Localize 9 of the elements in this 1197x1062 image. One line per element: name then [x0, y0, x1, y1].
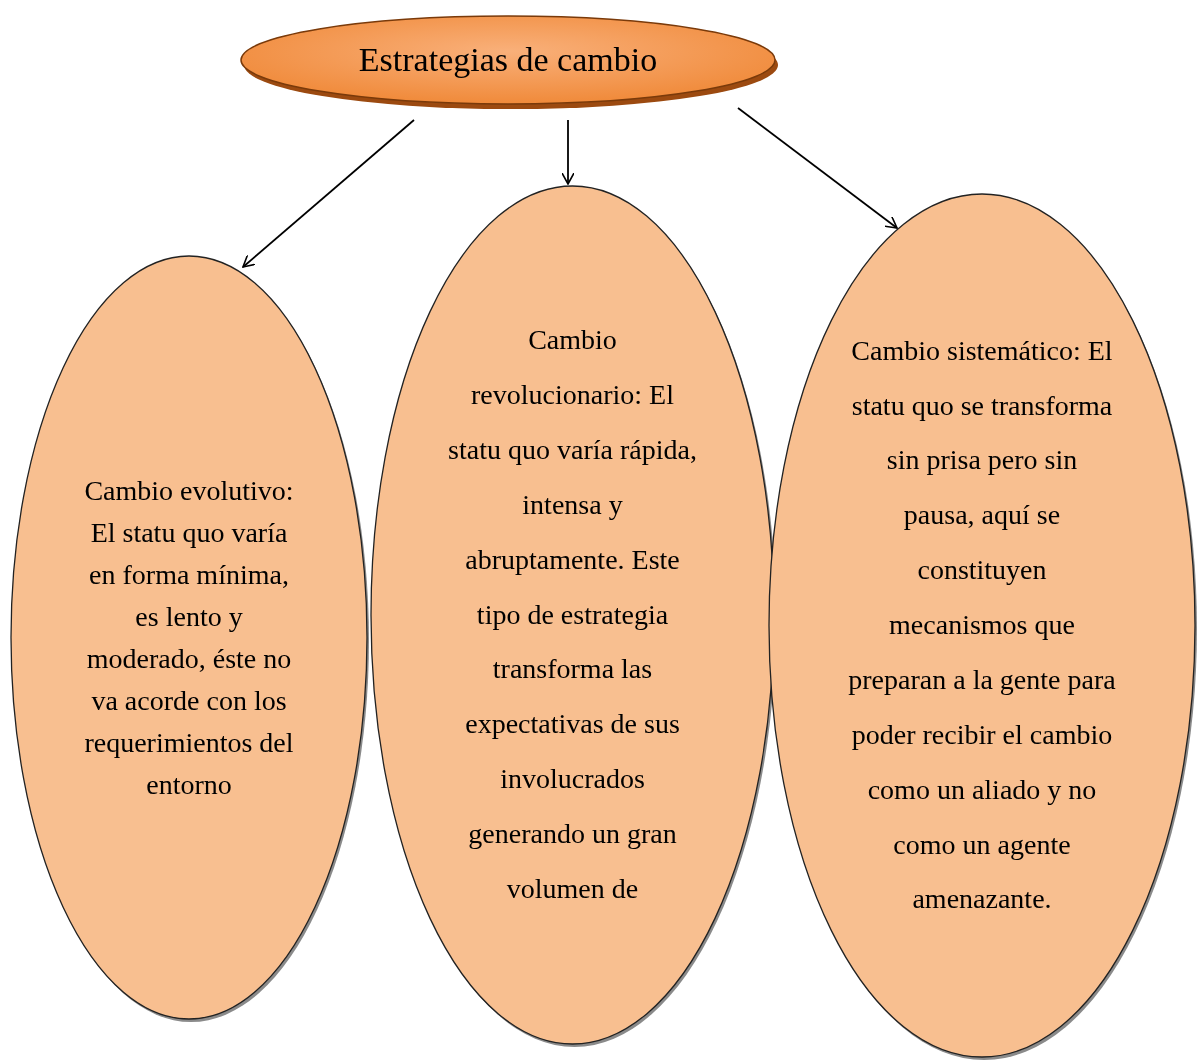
arrow [242, 119, 415, 268]
oval-node [10, 255, 368, 1020]
arrow [737, 107, 898, 229]
oval-node [768, 193, 1196, 1058]
node-text: Cambio revolucionario: El statu quo varía rápida, intensa y abruptamente. Este tipo de estrategia transforma las expectativas de sus involucrados generando un gran volumen de [447, 323, 698, 906]
arrow [561, 119, 575, 185]
node-text: Cambio sistemático: El statu quo se transforma sin prisa pero sin pausa, aquí se constituyen mecanismos que preparan a la gente para poder recibir el cambio como un aliado y no como un agente amenazante. [848, 333, 1116, 917]
node-text: Cambio evolutivo: El statu quo varía en forma mínima, es lento y moderado, éste no va acorde con los requerimientos del entorno [83, 473, 295, 802]
oval-node [370, 185, 775, 1045]
